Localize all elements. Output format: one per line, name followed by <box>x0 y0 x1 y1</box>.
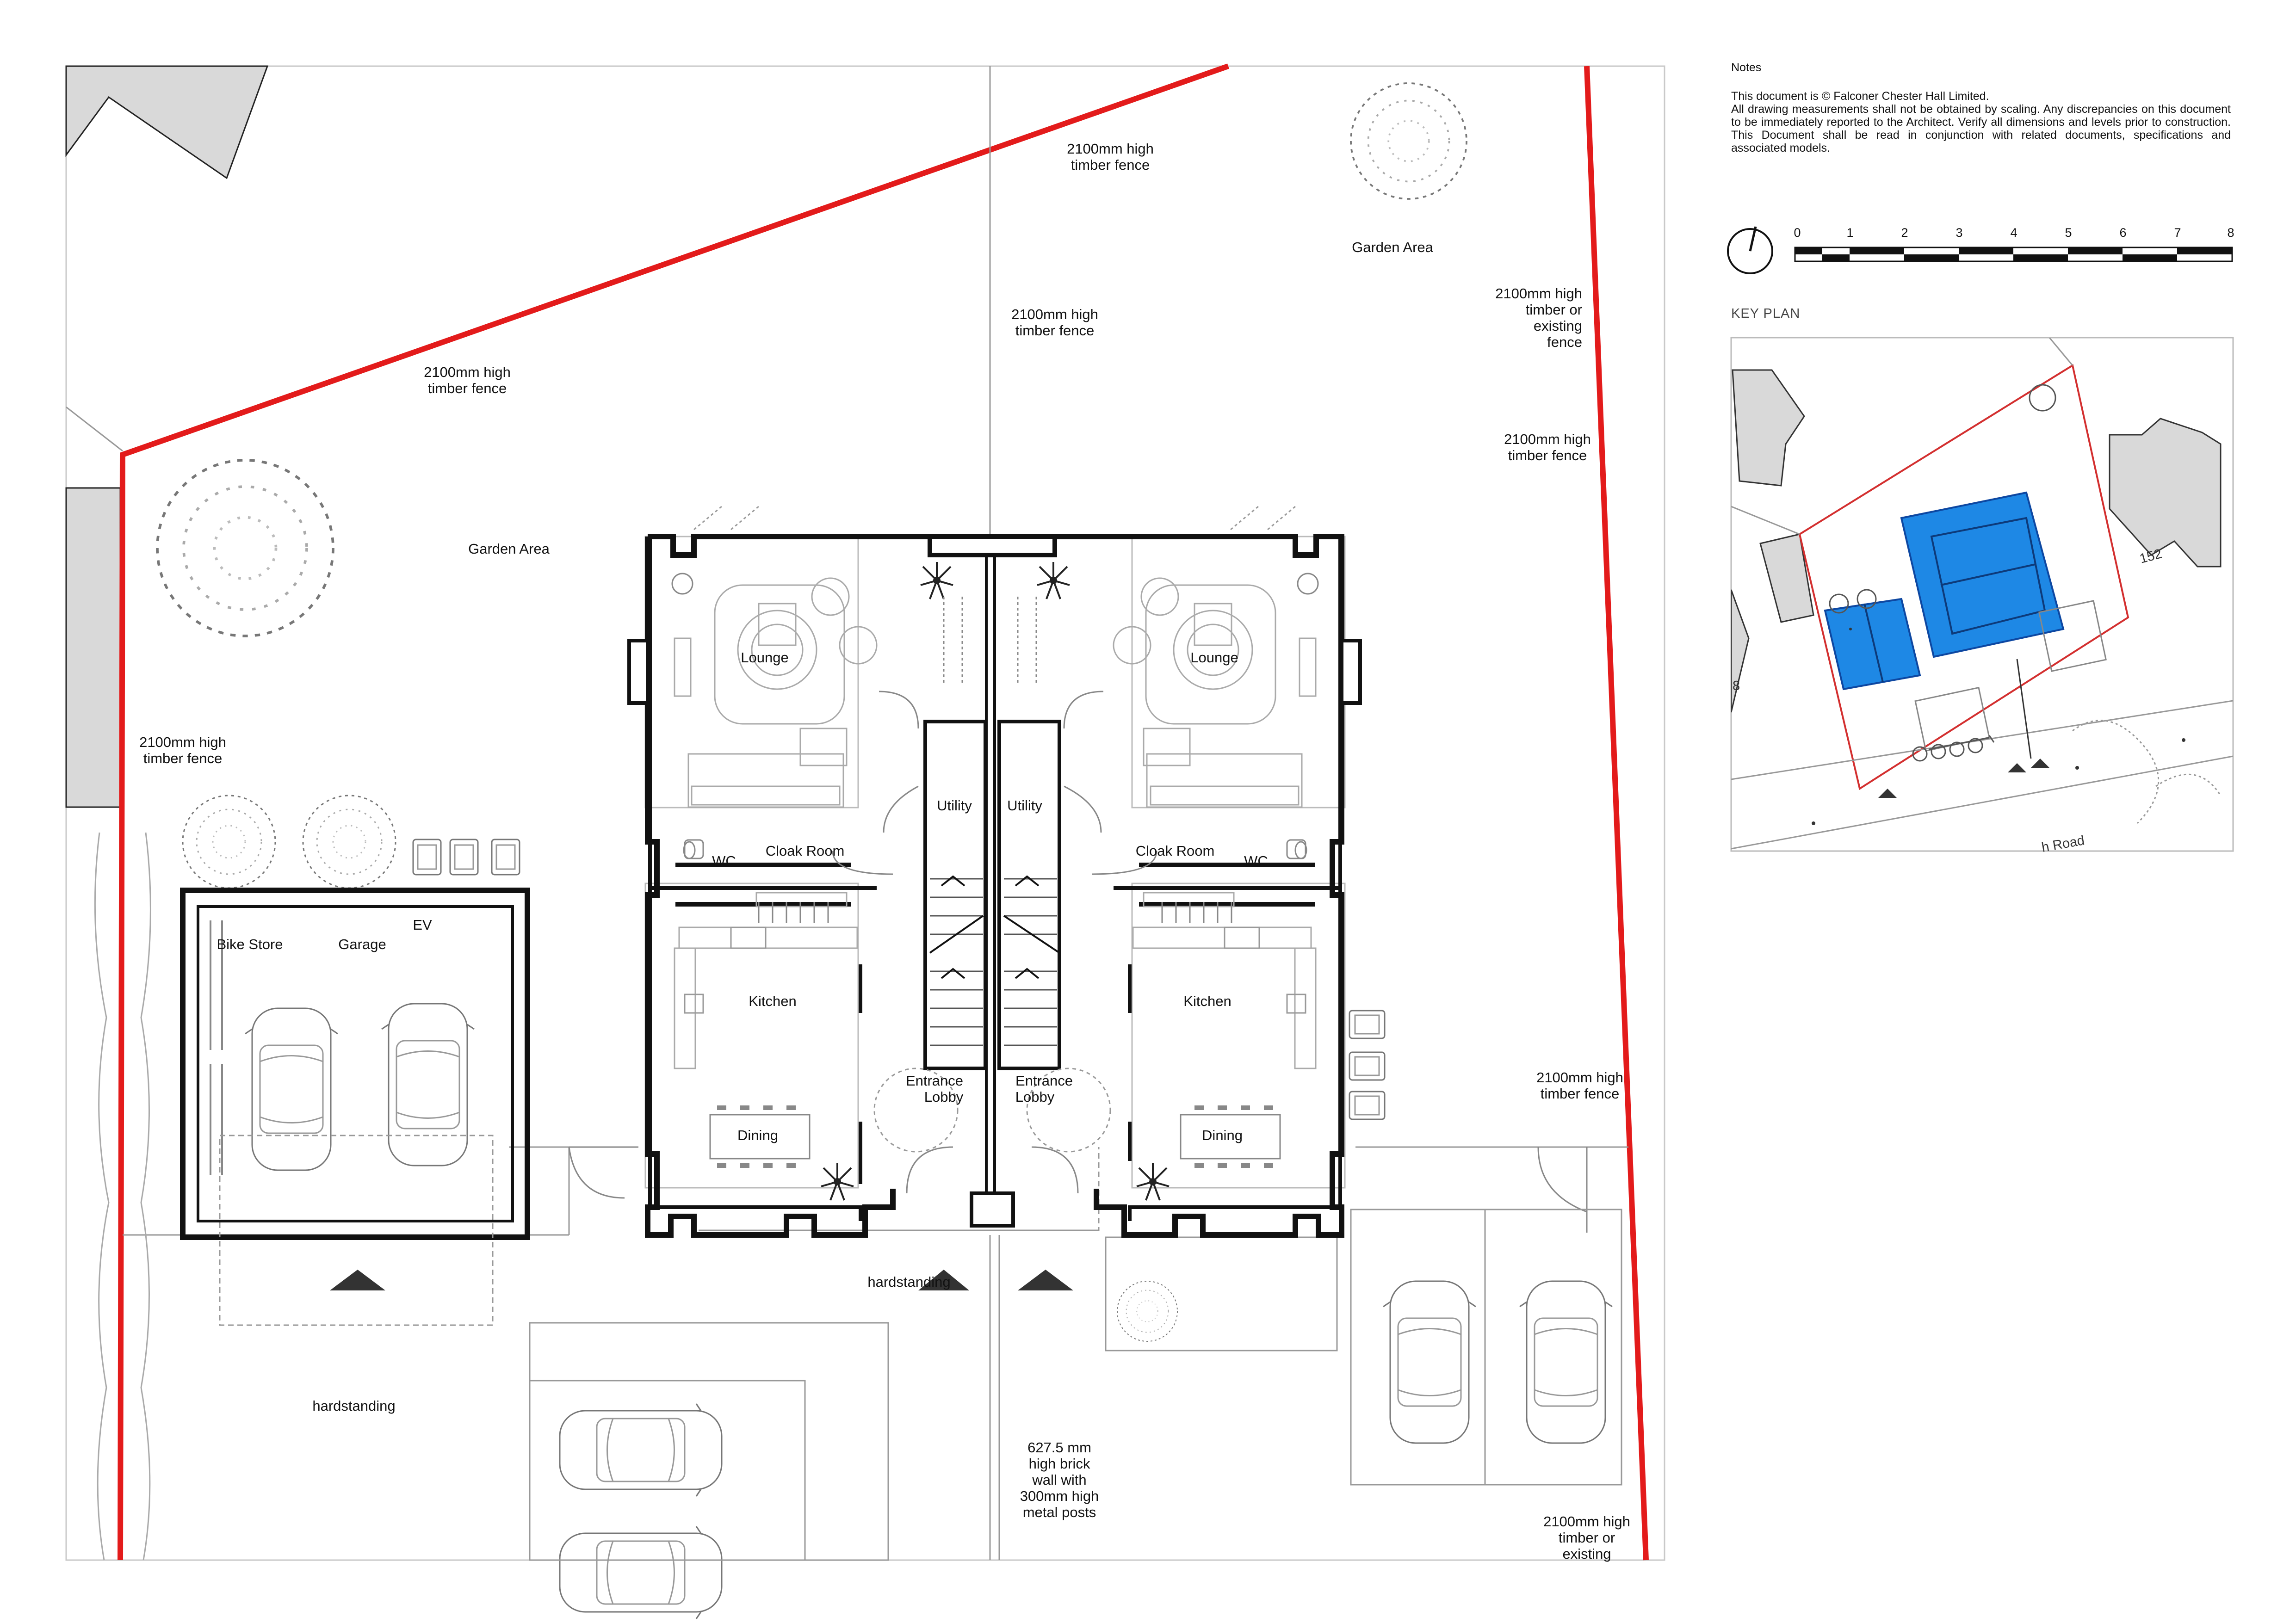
north-arrow <box>1727 226 1773 274</box>
garage-inner-wall <box>197 905 514 1222</box>
svg-text:existing: existing <box>1534 318 1582 334</box>
notes-title: Notes <box>1731 61 1762 74</box>
notes-panel: Notes This document is © Falconer Cheste… <box>1731 61 2231 154</box>
svg-text:Lobby: Lobby <box>1015 1089 1055 1105</box>
svg-text:timber fence: timber fence <box>1071 157 1150 173</box>
label-fence-mid: 2100mm high timber fence <box>1011 306 1098 339</box>
key-plan-site-boundary <box>1798 364 2129 790</box>
house-unit-right <box>1037 537 1345 1221</box>
entrance-arrow-garage <box>330 1270 385 1290</box>
label-fence-top-left: 2100mm high timber fence <box>424 364 511 396</box>
label-dining-left: Dining <box>737 1127 778 1143</box>
label-lobby-left: Entrance Lobby <box>906 1073 964 1105</box>
svg-text:1: 1 <box>1846 226 1853 240</box>
svg-text:timber or: timber or <box>1526 302 1582 318</box>
svg-text:2100mm high: 2100mm high <box>1067 141 1154 157</box>
svg-text:2100mm high: 2100mm high <box>139 734 226 750</box>
house-unit-left <box>645 537 953 1221</box>
garage-outer-wall <box>180 888 530 1240</box>
svg-text:5: 5 <box>2065 226 2072 240</box>
svg-text:300mm high: 300mm high <box>1020 1488 1099 1504</box>
label-cloak-left: Cloak Room <box>766 843 845 859</box>
svg-text:2: 2 <box>1901 226 1908 240</box>
svg-text:0: 0 <box>1794 226 1801 240</box>
svg-text:Entrance: Entrance <box>906 1073 963 1089</box>
svg-text:Lobby: Lobby <box>924 1089 964 1105</box>
svg-text:7: 7 <box>2174 226 2181 240</box>
key-plan-neighbour-2 <box>2109 418 2222 568</box>
svg-text:high brick: high brick <box>1029 1456 1090 1472</box>
svg-text:Entrance: Entrance <box>1015 1073 1073 1089</box>
svg-text:2100mm high: 2100mm high <box>1504 431 1591 447</box>
svg-text:timber fence: timber fence <box>428 380 507 396</box>
svg-text:627.5 mm: 627.5 mm <box>1027 1439 1091 1456</box>
svg-text:timber fence: timber fence <box>143 750 223 766</box>
label-lounge-right: Lounge <box>1190 649 1238 666</box>
svg-text:wall with: wall with <box>1032 1472 1086 1488</box>
site-boundary <box>118 63 1229 1561</box>
svg-text:8: 8 <box>2227 226 2234 240</box>
neighbour-building-top <box>65 65 269 179</box>
neighbour-building-left <box>65 487 121 808</box>
label-bike-store: Bike Store <box>217 936 283 952</box>
label-fence-right-2: 2100mm high timber fence <box>1504 431 1591 463</box>
entrance-arrow-left <box>918 1270 969 1290</box>
scale-bar: 0 1 2 3 4 5 6 7 8 <box>1794 226 2234 262</box>
label-garden-right: Garden Area <box>1352 239 1434 255</box>
entrance-arrow-right <box>1018 1270 1073 1290</box>
svg-text:existing: existing <box>1562 1546 1611 1562</box>
svg-text:2100mm high: 2100mm high <box>424 364 511 380</box>
label-kitchen-right: Kitchen <box>1183 993 1231 1009</box>
svg-text:timber fence: timber fence <box>1541 1086 1620 1102</box>
key-plan-neighbour-4 <box>1759 533 1814 623</box>
label-utility-right: Utility <box>1007 797 1042 814</box>
label-wc-right: WC <box>1244 853 1268 869</box>
svg-text:2100mm high: 2100mm high <box>1495 285 1582 302</box>
label-garden-left: Garden Area <box>468 541 550 557</box>
label-fence-bottom-right: 2100mm high timber or existing <box>1543 1513 1630 1562</box>
notes-body: This document is © Falconer Chester Hall… <box>1731 90 2231 154</box>
svg-text:fence: fence <box>1547 334 1582 350</box>
key-plan-neighbour-1 <box>1732 369 1805 487</box>
key-plan-proposed-garage <box>1824 598 1921 691</box>
svg-text:2100mm high: 2100mm high <box>1536 1069 1623 1086</box>
svg-text:6: 6 <box>2119 226 2126 240</box>
label-cloak-right: Cloak Room <box>1136 843 1215 859</box>
svg-text:4: 4 <box>2010 226 2017 240</box>
label-lounge-left: Lounge <box>741 649 788 666</box>
label-lobby-right: Entrance Lobby <box>1015 1073 1073 1105</box>
label-wc-left: WC <box>712 853 736 869</box>
label-dining-right: Dining <box>1202 1127 1243 1143</box>
svg-text:timber or: timber or <box>1559 1530 1615 1546</box>
label-fence-left: 2100mm high timber fence <box>139 734 226 766</box>
label-utility-left: Utility <box>937 797 972 814</box>
svg-text:2100mm high: 2100mm high <box>1543 1513 1630 1530</box>
svg-text:2100mm high: 2100mm high <box>1011 306 1098 322</box>
label-kitchen-left: Kitchen <box>749 993 796 1009</box>
label-hardstanding-left: hardstanding <box>312 1398 395 1414</box>
key-plan: 152 8 h Road <box>1730 337 2234 855</box>
key-plan-neighbour-3 <box>1731 589 1750 713</box>
label-brick-wall: 627.5 mm high brick wall with 300mm high… <box>1020 1439 1099 1520</box>
site-boundary-right <box>1584 66 1649 1561</box>
key-plan-left-number: 8 <box>1733 679 1740 693</box>
label-hardstanding-mid: hardstanding <box>867 1274 950 1290</box>
label-fence-right-1: 2100mm high timber or existing fence <box>1495 285 1582 350</box>
label-fence-top-mid: 2100mm high timber fence <box>1067 141 1154 173</box>
label-ev: EV <box>413 917 432 933</box>
key-plan-title: KEY PLAN <box>1731 306 1801 321</box>
label-garage: Garage <box>338 936 386 952</box>
label-fence-right-3: 2100mm high timber fence <box>1536 1069 1623 1102</box>
svg-text:metal posts: metal posts <box>1023 1504 1096 1520</box>
svg-text:3: 3 <box>1956 226 1962 240</box>
svg-text:timber fence: timber fence <box>1508 447 1587 463</box>
svg-text:timber fence: timber fence <box>1015 322 1095 339</box>
house-external-wall <box>645 534 1344 1238</box>
